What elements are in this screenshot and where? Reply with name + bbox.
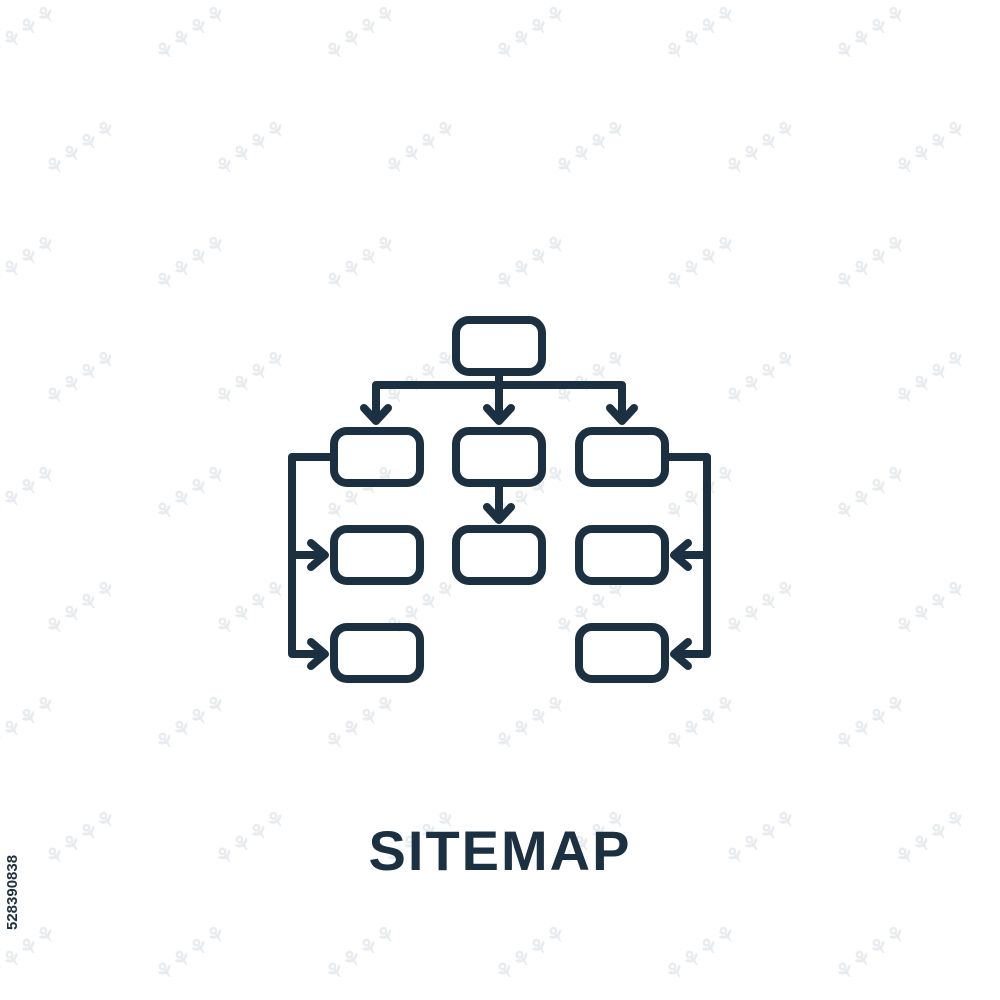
- arrow-to-level3-left: [307, 638, 329, 670]
- level3-right-node-box: [575, 623, 669, 683]
- level1-center-node-box: [452, 427, 546, 487]
- arrow-to-level1-left: [360, 404, 392, 425]
- arrow-to-level1-center: [483, 404, 515, 425]
- level2-left-node-box: [330, 525, 424, 585]
- level1-left-node-box: [330, 427, 424, 487]
- level2-center-node-box: [452, 525, 546, 585]
- root-branch-connector: [372, 368, 626, 424]
- stock-image-id: 528390838: [4, 854, 21, 930]
- arrow-to-level2-right: [670, 539, 692, 571]
- icon-caption: SITEMAP: [368, 819, 632, 882]
- arrow-to-level2-left: [307, 539, 329, 571]
- level1-right-node-box: [575, 427, 669, 487]
- arrow-to-level2-center: [483, 503, 515, 524]
- arrow-to-level1-right: [606, 404, 638, 425]
- level2-right-node-box: [575, 525, 669, 585]
- right-bracket-connector: [661, 453, 711, 658]
- arrow-to-level3-right: [670, 638, 692, 670]
- level3-left-node-box: [330, 623, 424, 683]
- left-bracket-connector: [288, 453, 338, 658]
- root-node-box: [452, 316, 546, 376]
